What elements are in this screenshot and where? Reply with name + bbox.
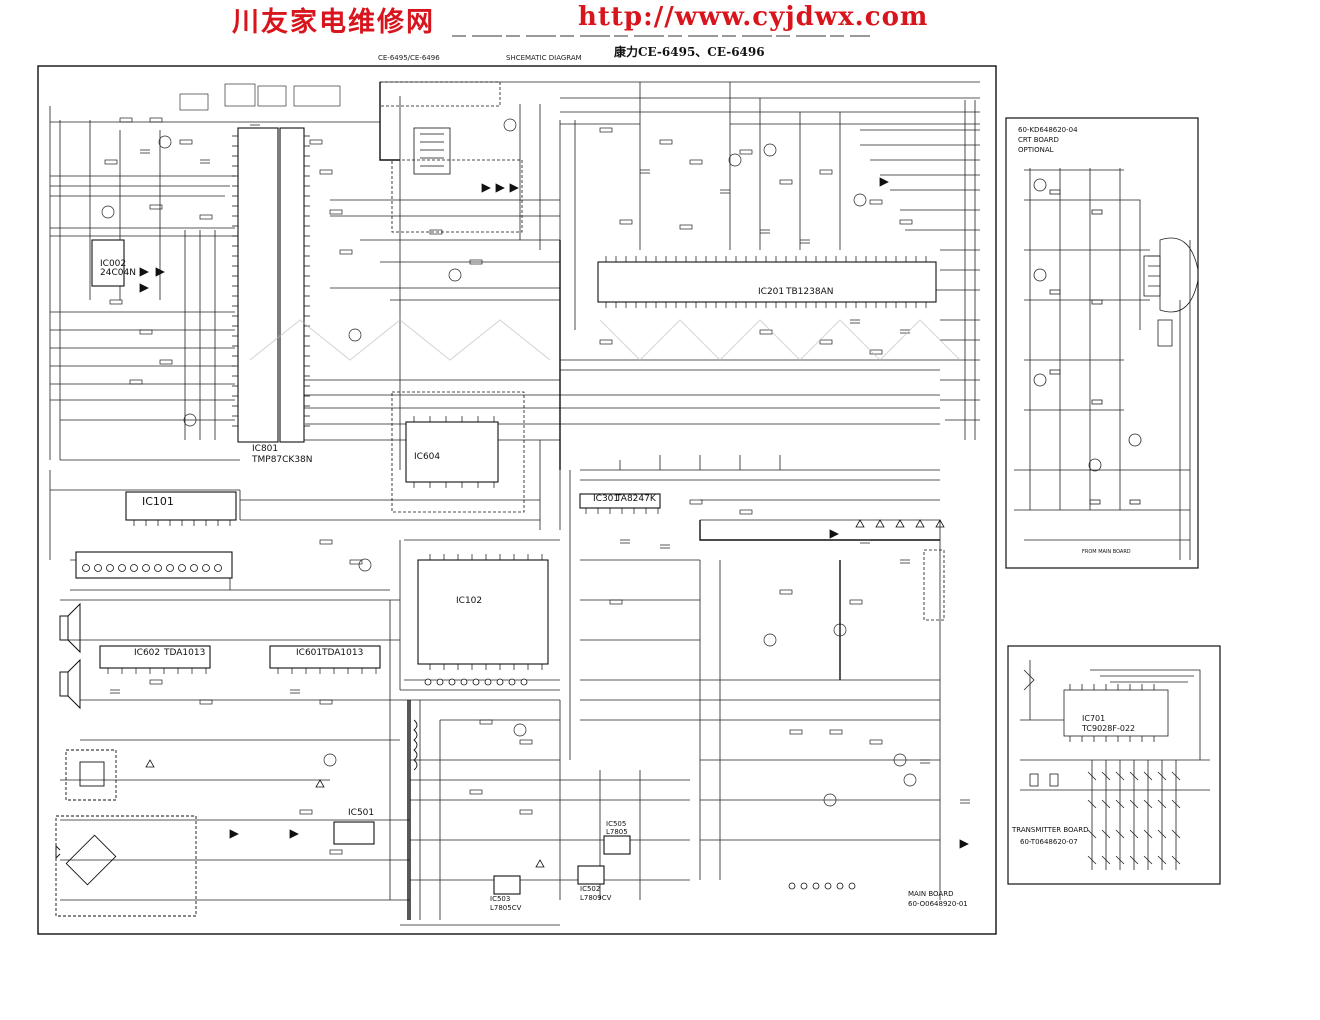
ic301-body: [579, 493, 661, 509]
ic502-part: L7809CV: [580, 894, 612, 902]
ic802-body: [279, 127, 305, 443]
ic501-label: IC501: [348, 808, 375, 818]
transmitter-board-frame: [1007, 645, 1221, 885]
ic602-part: TDA1013: [164, 648, 206, 658]
ic801-part: TMP87CK38N: [252, 455, 313, 465]
ic503-part: L7805CV: [490, 904, 522, 912]
small-model-label: CE-6495/CE-6496: [378, 54, 440, 62]
ic701-part: TC9028F-022: [1082, 724, 1136, 733]
ic801-body: [237, 127, 279, 443]
site-name: 川友家电维修网: [232, 7, 435, 38]
ic505-body: [603, 835, 631, 855]
ic301-part: TA8247K: [616, 494, 656, 504]
ic602-body: [99, 645, 211, 669]
main-board-frame: [37, 65, 997, 935]
ic102-body: [417, 559, 549, 665]
ic801-label: IC801: [252, 444, 279, 454]
site-url[interactable]: http://www.cyjdwx.com: [578, 2, 929, 32]
mains-switch: [65, 749, 117, 801]
ic002-body: [91, 239, 125, 287]
scart-connector: [413, 127, 451, 175]
ic505-label: IC505: [606, 820, 627, 828]
crt-board-optional: OPTIONAL: [1018, 146, 1054, 154]
ic601-body: [269, 645, 381, 669]
ic604-body: [405, 421, 499, 483]
crt-board-title: CRT BOARD: [1018, 136, 1059, 144]
ic102-label: IC102: [456, 596, 483, 606]
main-board-label: MAIN BOARD: [908, 890, 954, 898]
ic201-part: TB1238AN: [786, 287, 834, 297]
speaker-right: [59, 658, 81, 710]
ic601-label: IC601: [296, 648, 323, 658]
ic201-label: IC201: [758, 287, 785, 297]
ic502-body: [577, 865, 605, 885]
main-board-part: 60-O0648920-01: [908, 900, 968, 908]
ic101-label: IC101: [142, 495, 174, 508]
ic601-part: TDA1013: [322, 648, 364, 658]
ic502-label: IC502: [580, 885, 601, 893]
ic301-label: IC301: [593, 494, 620, 504]
ic503-label: IC503: [490, 895, 511, 903]
crt-tube: [1159, 237, 1199, 313]
bridge-rectifier: [65, 834, 117, 886]
ic503-body: [493, 875, 521, 895]
ic602-label: IC602: [134, 648, 161, 658]
crt-board-from-main: FROM MAIN BOARD: [1082, 549, 1131, 555]
model-title: 康力CE-6495、CE-6496: [614, 45, 765, 59]
ic505-part: L7805: [606, 828, 628, 836]
transmitter-board-title: TRANSMITTER BOARD: [1012, 826, 1089, 834]
ic604-label: IC604: [414, 452, 441, 462]
ic701-label: IC701: [1082, 714, 1106, 723]
watermark-banner: 川友家电维修网 http://www.cyjdwx.com: [0, 0, 1320, 38]
ic002-label: IC002: [100, 259, 127, 269]
transmitter-board-part: 60-T0648620-07: [1020, 838, 1078, 846]
diagram-title: SHCEMATIC DIAGRAM: [506, 54, 582, 62]
ic701-body: [1063, 689, 1169, 737]
ic002-part: 24C04N: [100, 268, 136, 278]
crt-board-part: 60-KD648620-04: [1018, 126, 1078, 134]
dashed-ic604-region: [391, 391, 525, 513]
speaker-left: [59, 602, 81, 654]
ic201-body: [597, 261, 937, 303]
crt-board-frame: [1005, 117, 1199, 569]
ic101-body: [125, 491, 237, 521]
ic501-body: [333, 821, 375, 845]
